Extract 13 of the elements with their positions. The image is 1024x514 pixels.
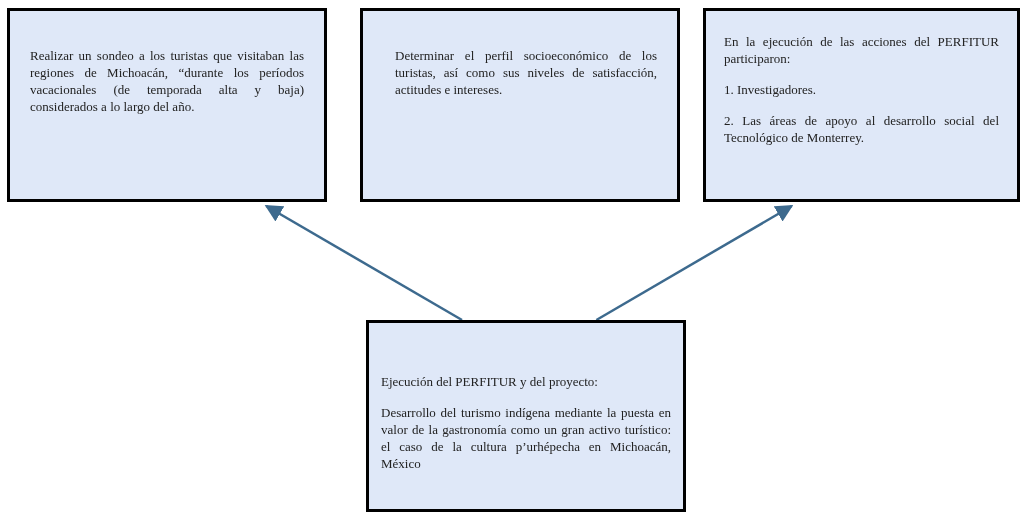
box-text: Desarrollo del turismo indígena mediante la puesta en valor de la gastronomía como un gran activo turístico: el caso de la cultura p’urhépecha en Michoacán, México (381, 404, 671, 472)
box-text: Realizar un sondeo a los turistas que visitaban las regiones de Michoacán, “durante los períodos vacacionales (de temporada alta y baja) considerados a lo largo del año. (30, 47, 304, 115)
text-box (703, 8, 1020, 202)
box-text: 1. Investigadores. (724, 81, 818, 98)
text-box (7, 8, 327, 202)
text-box (366, 320, 686, 512)
box-text: 2. Las áreas de apoyo al desarrollo social del Tecnológico de Monterrey. (724, 112, 999, 146)
box-text: Ejecución del PERFITUR y del proyecto: (381, 373, 599, 390)
box-text: En la ejecución de las acciones del PERFITUR participaron: (724, 33, 999, 67)
text-box (360, 8, 680, 202)
box-text: Determinar el perfil socioeconómico de los turistas, así como sus niveles de satisfacción, actitudes e intereses. (395, 47, 657, 98)
arrow (264, 204, 463, 322)
arrow (595, 204, 794, 322)
